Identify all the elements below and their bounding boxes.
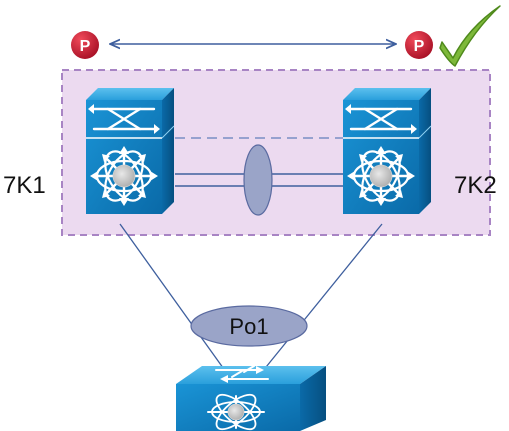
port-channel-label: Po1 <box>229 314 268 339</box>
nexus-switch-icon <box>341 86 433 216</box>
checkmark-icon <box>439 5 501 67</box>
uplink-right <box>261 223 383 373</box>
port-channel-ellipse <box>190 305 308 347</box>
primary-role-badge-icon: P <box>71 31 99 59</box>
role-badge-right-text: P <box>414 38 425 55</box>
uplink-left <box>119 223 227 373</box>
access-switch-icon <box>176 365 326 431</box>
primary-role-badge-icon: P <box>405 31 433 59</box>
port-channel-bundle-icon <box>243 144 273 216</box>
switch-label-7k2: 7K2 <box>454 172 497 199</box>
switch-label-7k1: 7K1 <box>3 172 46 199</box>
role-badge-left-text: P <box>80 38 91 55</box>
nexus-switch-icon <box>84 86 176 216</box>
